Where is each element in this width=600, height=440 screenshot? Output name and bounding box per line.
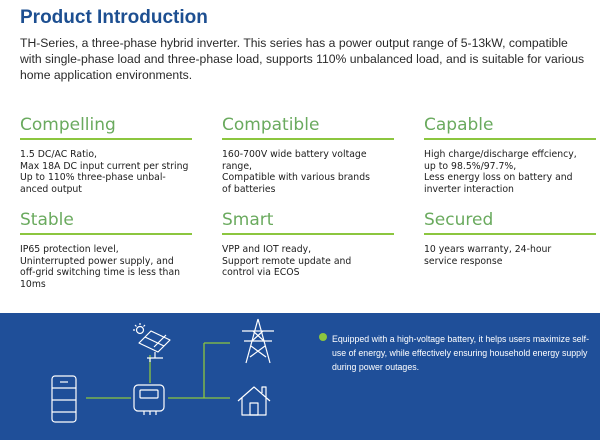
feature-description: 160-700V wide battery voltage range, Com…: [222, 149, 394, 195]
feature-stable: Stable IP65 protection level, Uninterrup…: [20, 210, 192, 290]
system-diagram: [51, 318, 274, 423]
inverter-icon: [133, 384, 165, 415]
feature-line: 10 years warranty, 24-hour: [424, 244, 552, 255]
feature-line: Support remote update and: [222, 255, 352, 267]
feature-line: 10ms: [20, 278, 46, 290]
page-title: Product Introduction: [20, 7, 208, 28]
feature-line: Less energy loss on battery and: [424, 172, 573, 183]
system-diagram-band: Equipped with a high-voltage battery, it…: [0, 313, 600, 440]
feature-line: inverter interaction: [424, 183, 514, 195]
feature-line: anced output: [20, 183, 82, 195]
feature-capable: Capable High charge/discharge effciency,…: [424, 115, 596, 195]
feature-line: 160-700V wide battery voltage: [222, 149, 367, 160]
feature-line: control via ECOS: [222, 267, 300, 278]
transmission-tower-icon: [242, 318, 274, 364]
feature-line: Uninterrupted power supply, and: [20, 255, 174, 267]
feature-line: Up to 110% three-phase unbal-: [20, 172, 166, 183]
feature-title: Stable: [20, 210, 192, 235]
feature-line: 1.5 DC/AC Ratio,: [20, 149, 97, 160]
house-icon: [237, 386, 271, 416]
feature-title: Smart: [222, 210, 394, 235]
feature-line: Compatible with various brands: [222, 172, 370, 183]
feature-smart: Smart VPP and IOT ready, Support remote …: [222, 210, 394, 279]
feature-line: service response: [424, 255, 503, 267]
feature-line: IP65 protection level,: [20, 244, 119, 255]
feature-line: up to 98.5%/97.7%,: [424, 160, 517, 172]
feature-title: Capable: [424, 115, 596, 140]
feature-title: Compatible: [222, 115, 394, 140]
feature-secured: Secured 10 years warranty, 24-hour servi…: [424, 210, 596, 267]
feature-compatible: Compatible 160-700V wide battery voltage…: [222, 115, 394, 195]
feature-line: Max 18A DC input current per string: [20, 160, 189, 172]
feature-description: High charge/discharge effciency, up to 9…: [424, 149, 596, 195]
feature-line: High charge/discharge effciency,: [424, 149, 577, 160]
feature-line: off-grid switching time is less than: [20, 267, 181, 278]
feature-title: Secured: [424, 210, 596, 235]
feature-title: Compelling: [20, 115, 192, 140]
battery-cabinet-icon: [51, 375, 77, 423]
intro-paragraph: TH-Series, a three-phase hybrid inverter…: [20, 36, 585, 82]
bullet-dot: [319, 333, 327, 341]
feature-compelling: Compelling 1.5 DC/AC Ratio, Max 18A DC i…: [20, 115, 192, 195]
solar-panel-icon: [133, 323, 171, 362]
feature-line: range,: [222, 160, 252, 172]
system-description: Equipped with a high-voltage battery, it…: [332, 334, 590, 372]
feature-line: of batteries: [222, 183, 276, 195]
feature-description: VPP and IOT ready, Support remote update…: [222, 244, 394, 279]
feature-description: IP65 protection level, Uninterrupted pow…: [20, 244, 192, 290]
feature-line: VPP and IOT ready,: [222, 244, 312, 255]
feature-description: 10 years warranty, 24-hour service respo…: [424, 244, 596, 267]
feature-description: 1.5 DC/AC Ratio, Max 18A DC input curren…: [20, 149, 192, 195]
